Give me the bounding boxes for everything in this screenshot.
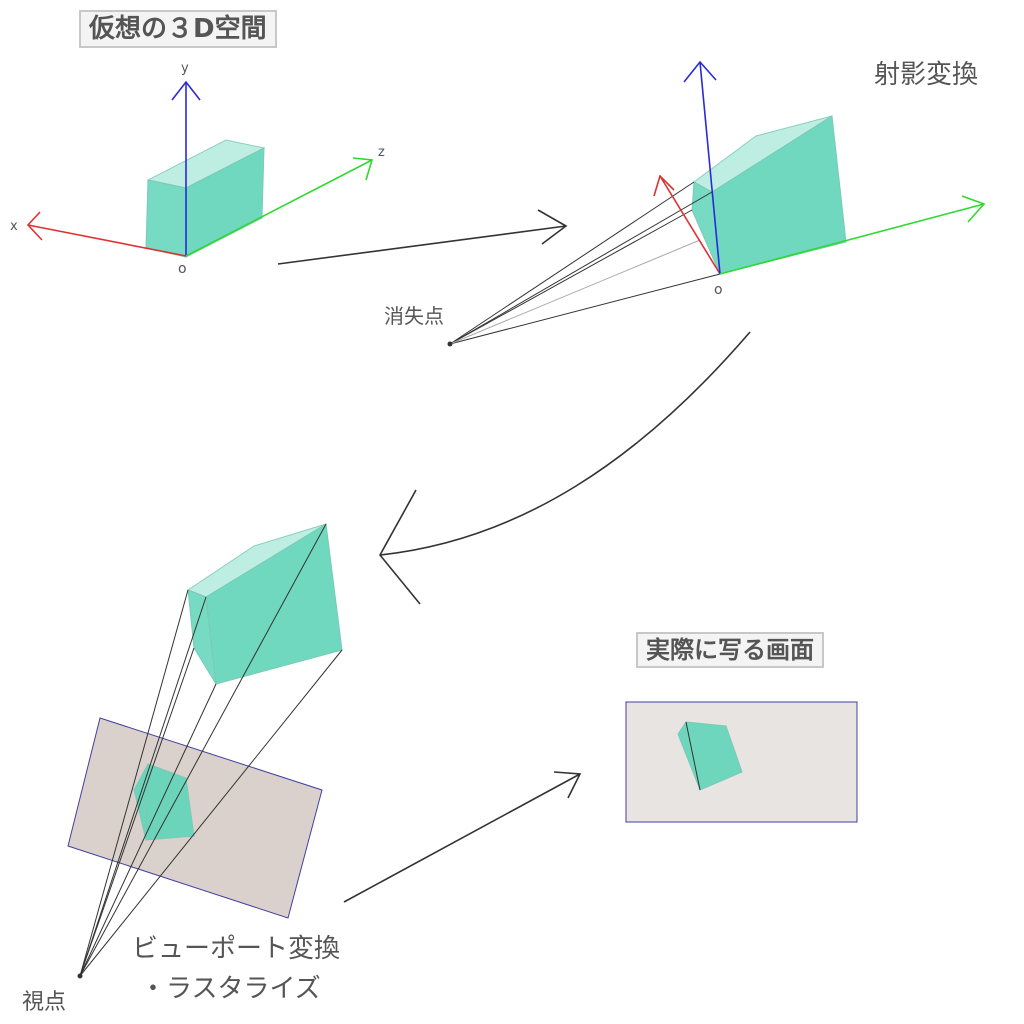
x-axis-line: [27, 224, 187, 257]
scene-actual-screen: [625, 701, 858, 823]
proj-y-axis-arrowhead: [683, 60, 717, 83]
label-axis-x: x: [10, 219, 18, 234]
label-axis-y: y: [181, 61, 189, 76]
title-actual-screen: 実際に写る画面: [636, 632, 824, 668]
box-front-face: [145, 179, 187, 258]
arrow-to-projection: [277, 209, 568, 265]
view-ray: [79, 523, 327, 977]
vanishing-point-dot: [447, 341, 453, 347]
screen-plane-shape: [133, 763, 195, 841]
viewpoint-dot: [77, 973, 83, 979]
actual-screen-shape: [677, 721, 743, 791]
z-axis-line: [185, 159, 373, 257]
title-projection: 射影変換: [874, 60, 979, 90]
proj-line: [449, 209, 693, 345]
view-ray: [79, 589, 189, 977]
view-ray: [79, 649, 343, 977]
actual-screen-rect: [625, 701, 858, 823]
label-vanishing-point: 消失点: [384, 304, 444, 328]
label-origin-1: o: [178, 261, 187, 277]
scene-virtual-3d-space: [26, 80, 374, 258]
proj-line: [449, 181, 695, 345]
proj-line-faint: [449, 239, 701, 345]
proj-line: [449, 273, 721, 345]
scene-viewport: [67, 523, 343, 979]
proj-y-axis-line: [699, 61, 721, 275]
scene-projection: [447, 60, 986, 347]
proj-z-axis-line: [719, 203, 985, 275]
y-axis-arrowhead: [171, 80, 201, 101]
label-viewpoint: 視点: [22, 990, 67, 1015]
x-axis-arrowhead: [26, 211, 43, 241]
view-ray: [79, 647, 195, 977]
z-axis-arrowhead: [352, 157, 374, 181]
proj-line: [449, 191, 713, 345]
proj-x-axis-arrowhead: [653, 174, 675, 197]
arrow-to-viewport: [379, 331, 751, 605]
proj-x-axis-line: [659, 175, 721, 275]
title-virtual-3d-space: 仮想の３D空間: [79, 10, 277, 48]
title-viewport-line2: ・ラスタライズ: [140, 974, 321, 1004]
view-ray: [79, 683, 217, 977]
screen-plane: [67, 717, 323, 919]
proj-z-axis-arrowhead: [961, 195, 986, 223]
label-origin-2: o: [714, 282, 723, 298]
label-axis-z: z: [378, 145, 385, 160]
view-ray: [79, 596, 207, 977]
arrow-to-actual-screen: [343, 771, 582, 903]
title-viewport-line1: ビューポート変換: [132, 934, 341, 964]
